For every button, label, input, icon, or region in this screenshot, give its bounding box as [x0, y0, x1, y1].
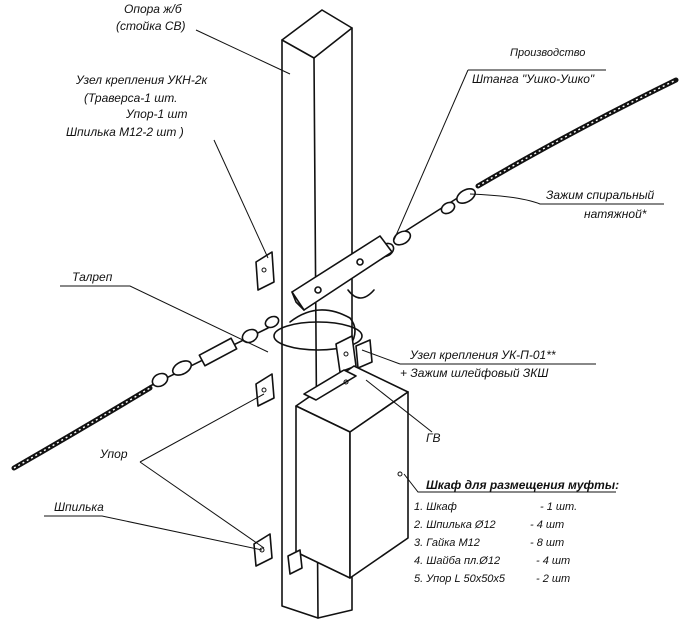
spec-item-qty: - 1 шт. [540, 501, 577, 513]
spec-item-qty: - 2 шт [536, 573, 570, 585]
lower-stop [253, 533, 303, 575]
ukn-title: Узел крепления УКН-2к [75, 73, 209, 87]
spiral-clamp-label-1: Зажим спиральный [546, 188, 655, 202]
spec-item-name: 5. Упор L 50x50x5 [414, 573, 506, 585]
pole-label: Опора ж/б [124, 2, 183, 16]
cabinet-top-stop [255, 373, 275, 407]
stop-label: Упор [99, 447, 128, 461]
cabinet-box [295, 365, 409, 579]
spec-item-qty: - 4 шт [536, 555, 570, 567]
gv-label: ГВ [426, 431, 441, 445]
ukp-clamp [273, 309, 373, 373]
pole-sublabel: (стойка СВ) [116, 19, 186, 33]
stud-label: Шпилька [54, 500, 104, 514]
turnbuckle-label: Талреп [72, 270, 113, 284]
right-cable-assembly [377, 77, 679, 258]
spec-item-name: 4. Шайба пл.Ø12 [414, 555, 500, 567]
spiral-clamp-label-2: натяжной* [584, 207, 647, 221]
spec-item-name: 2. Шпилька Ø12 [413, 519, 496, 531]
ukp-label-1: Узел крепления УК-П-01** [409, 348, 556, 362]
spec-item-name: 3. Гайка М12 [414, 537, 480, 549]
ukp-label-2: + Зажим шлейфовый ЗКШ [400, 366, 549, 380]
ukn-line-3: Шпилька М12-2 шт ) [66, 125, 184, 139]
spec-item-name: 1. Шкаф [414, 501, 457, 513]
ukn-line-2: Упор-1 шт [125, 107, 187, 121]
rod-maker-label: Производство [510, 47, 585, 59]
spec-item-qty: - 4 шт [530, 519, 564, 531]
leader-lines [44, 29, 664, 551]
ukn-line-1: (Траверса-1 шт. [84, 91, 177, 105]
left-cable-assembly [11, 315, 280, 471]
spec-title: Шкаф для размещения муфты: [426, 478, 619, 492]
spec-item-qty: - 8 шт [530, 537, 564, 549]
cabinet-spec-table: Шкаф для размещения муфты: 1. Шкаф - 1 ш… [413, 478, 619, 585]
rod-label: Штанга "Ушко-Ушко" [472, 72, 595, 86]
